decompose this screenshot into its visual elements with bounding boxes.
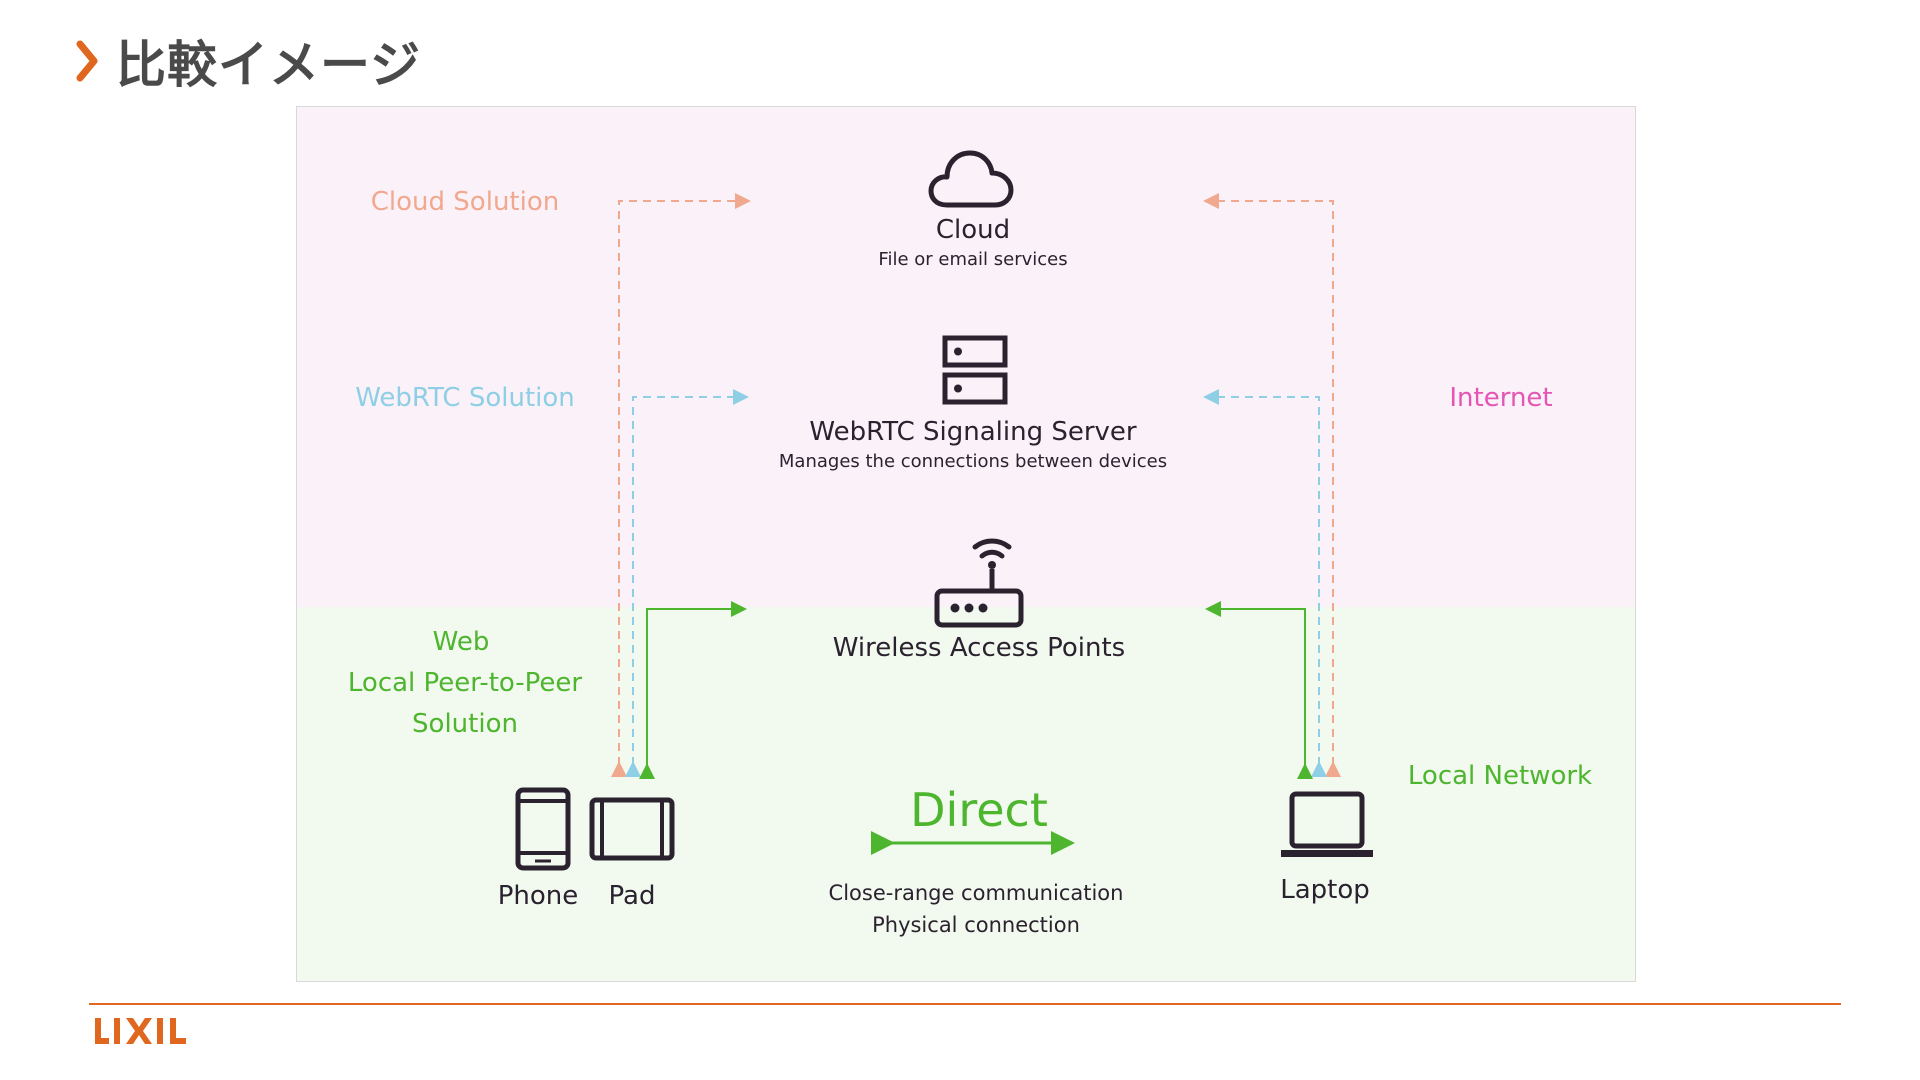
internet-zone-label: Internet xyxy=(1449,383,1553,413)
direct-desc-line1: Close-range communication xyxy=(828,881,1124,905)
webrtc-solution-label: WebRTC Solution xyxy=(355,383,575,413)
server-icon xyxy=(942,335,1008,405)
wap-title: Wireless Access Points xyxy=(832,633,1126,663)
local-line-right xyxy=(1205,601,1313,779)
connection-lines xyxy=(611,193,1341,855)
phone-label: Phone xyxy=(497,881,579,911)
cloud-solution-label: Cloud Solution xyxy=(370,187,560,217)
phone-icon xyxy=(515,787,571,871)
header: 比較イメージ xyxy=(76,26,421,96)
web-solution-label-line2: Local Peer-to-Peer xyxy=(347,668,583,698)
chevron-right-icon xyxy=(76,40,98,82)
cloud-icon xyxy=(928,150,1014,208)
lixil-logo xyxy=(95,1018,186,1044)
direct-title: Direct xyxy=(910,783,1048,837)
comparison-diagram: Internet Local Network Cloud Solution We… xyxy=(296,106,1636,982)
cloud-line-left xyxy=(611,193,751,777)
router-icon xyxy=(934,538,1024,628)
direct-desc-line2: Physical connection xyxy=(872,913,1080,937)
tablet-icon xyxy=(589,797,675,861)
web-solution-label-line1: Web xyxy=(432,627,490,657)
footer-divider xyxy=(89,1003,1841,1005)
webrtc-line-right xyxy=(1203,389,1327,777)
laptop-label: Laptop xyxy=(1280,875,1370,905)
webrtc-line-left xyxy=(625,389,749,777)
server-subtitle: Manages the connections between devices xyxy=(778,451,1168,472)
page-title: 比較イメージ xyxy=(116,36,421,94)
laptop-icon xyxy=(1281,791,1373,857)
cloud-subtitle: File or email services xyxy=(878,249,1068,270)
server-title: WebRTC Signaling Server xyxy=(809,417,1137,447)
pad-label: Pad xyxy=(608,881,656,911)
web-solution-label-line3: Solution xyxy=(412,709,518,739)
cloud-title: Cloud xyxy=(935,215,1011,245)
local-network-zone-label: Local Network xyxy=(1407,761,1593,791)
local-line-left xyxy=(639,601,747,779)
cloud-line-right xyxy=(1203,193,1341,777)
